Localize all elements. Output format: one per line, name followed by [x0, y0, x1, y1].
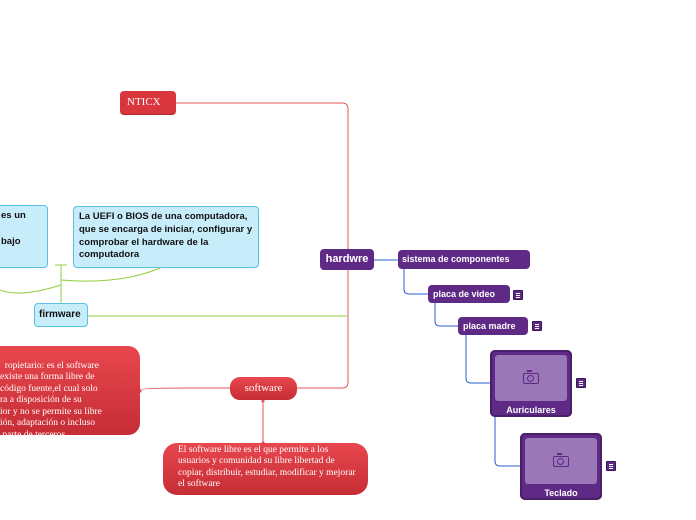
placa-madre-label: placa madre [463, 321, 516, 331]
auriculares-node[interactable]: Auriculares [490, 350, 572, 417]
teclado-label: Teclado [544, 488, 578, 498]
propietario-description-node[interactable]: ropietario: es el software existe una fo… [0, 346, 140, 440]
firmware-label: firmware [39, 309, 81, 320]
note-icon[interactable] [576, 378, 586, 388]
sistema-label: sistema de componentes [402, 254, 510, 264]
sistema-node[interactable]: sistema de componentes [398, 250, 530, 269]
uefi-description-node[interactable]: La UEFI o BIOS de una computadora, que s… [73, 206, 259, 268]
hardware-node[interactable]: hardwre [320, 249, 374, 270]
image-placeholder [495, 355, 567, 401]
note-icon[interactable] [532, 321, 542, 331]
image-placeholder [525, 438, 597, 484]
software-label: software [244, 382, 283, 394]
root-node[interactable]: NTICX [120, 91, 176, 114]
software-node[interactable]: software [230, 377, 297, 400]
auriculares-label: Auriculares [506, 405, 556, 415]
placa-madre-node[interactable]: placa madre [458, 317, 528, 335]
root-label: NTICX [127, 96, 161, 108]
libre-description-node[interactable]: El software libre es el que permite a lo… [163, 443, 368, 495]
camera-icon [523, 370, 539, 384]
teclado-node[interactable]: Teclado [520, 433, 602, 500]
uefi-description-text: La UEFI o BIOS de una computadora, que s… [79, 211, 253, 261]
placa-video-label: placa de video [433, 289, 496, 299]
left-description-line: bajo [1, 235, 21, 247]
firmware-node[interactable]: firmware [34, 303, 88, 327]
note-icon[interactable] [606, 461, 616, 471]
note-icon[interactable] [513, 290, 523, 300]
left-description-node[interactable]: es un bajo [0, 205, 48, 268]
camera-icon [553, 453, 569, 467]
left-description-line: es un [1, 210, 26, 221]
placa-video-node[interactable]: placa de video [428, 285, 510, 303]
libre-description-text: El software libre es el que permite a lo… [178, 445, 356, 490]
hardware-label: hardwre [325, 253, 369, 265]
propietario-description-text: ropietario: es el software existe una fo… [0, 360, 102, 441]
